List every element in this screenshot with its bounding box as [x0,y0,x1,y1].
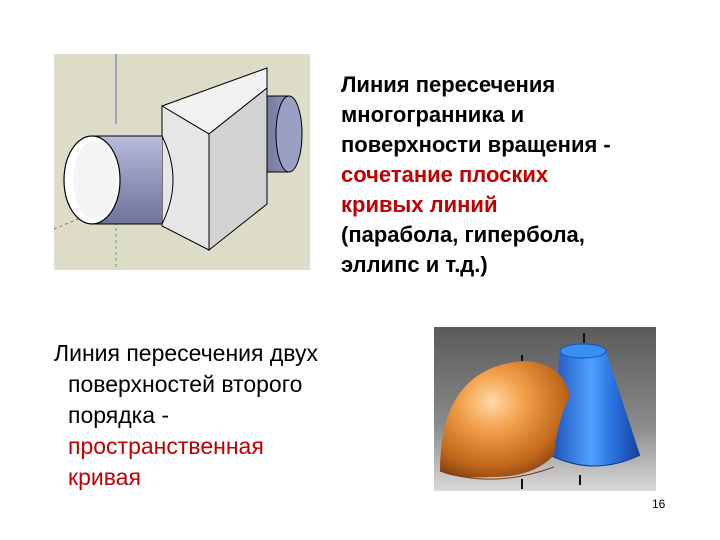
text-line: эллипс и т.д.) [341,252,488,277]
dome-cone-figure [434,327,656,491]
cube-cylinder-figure [54,54,310,270]
text-line: порядка - [68,402,170,428]
text-line: Линия пересечения двух [54,340,318,366]
text-line: многогранника и [341,102,525,127]
accent-text-line: сочетание плоских [341,162,549,187]
page-number: 16 [652,497,666,511]
text-line: Линия пересечения [341,72,556,97]
text-line: поверхностей второго [68,371,303,397]
text-line: (парабола, гипербола, [341,222,585,247]
second-order-surfaces-text: Линия пересечения двух поверхностей втор… [54,338,424,493]
accent-text-line: кривых линий [341,192,498,217]
text-line: поверхности вращения - [341,132,611,157]
accent-text-line: пространственная [68,433,264,459]
polyhedron-intersection-text: Линия пересечения многогранника и поверх… [341,70,701,280]
accent-text-line: кривая [68,464,141,490]
